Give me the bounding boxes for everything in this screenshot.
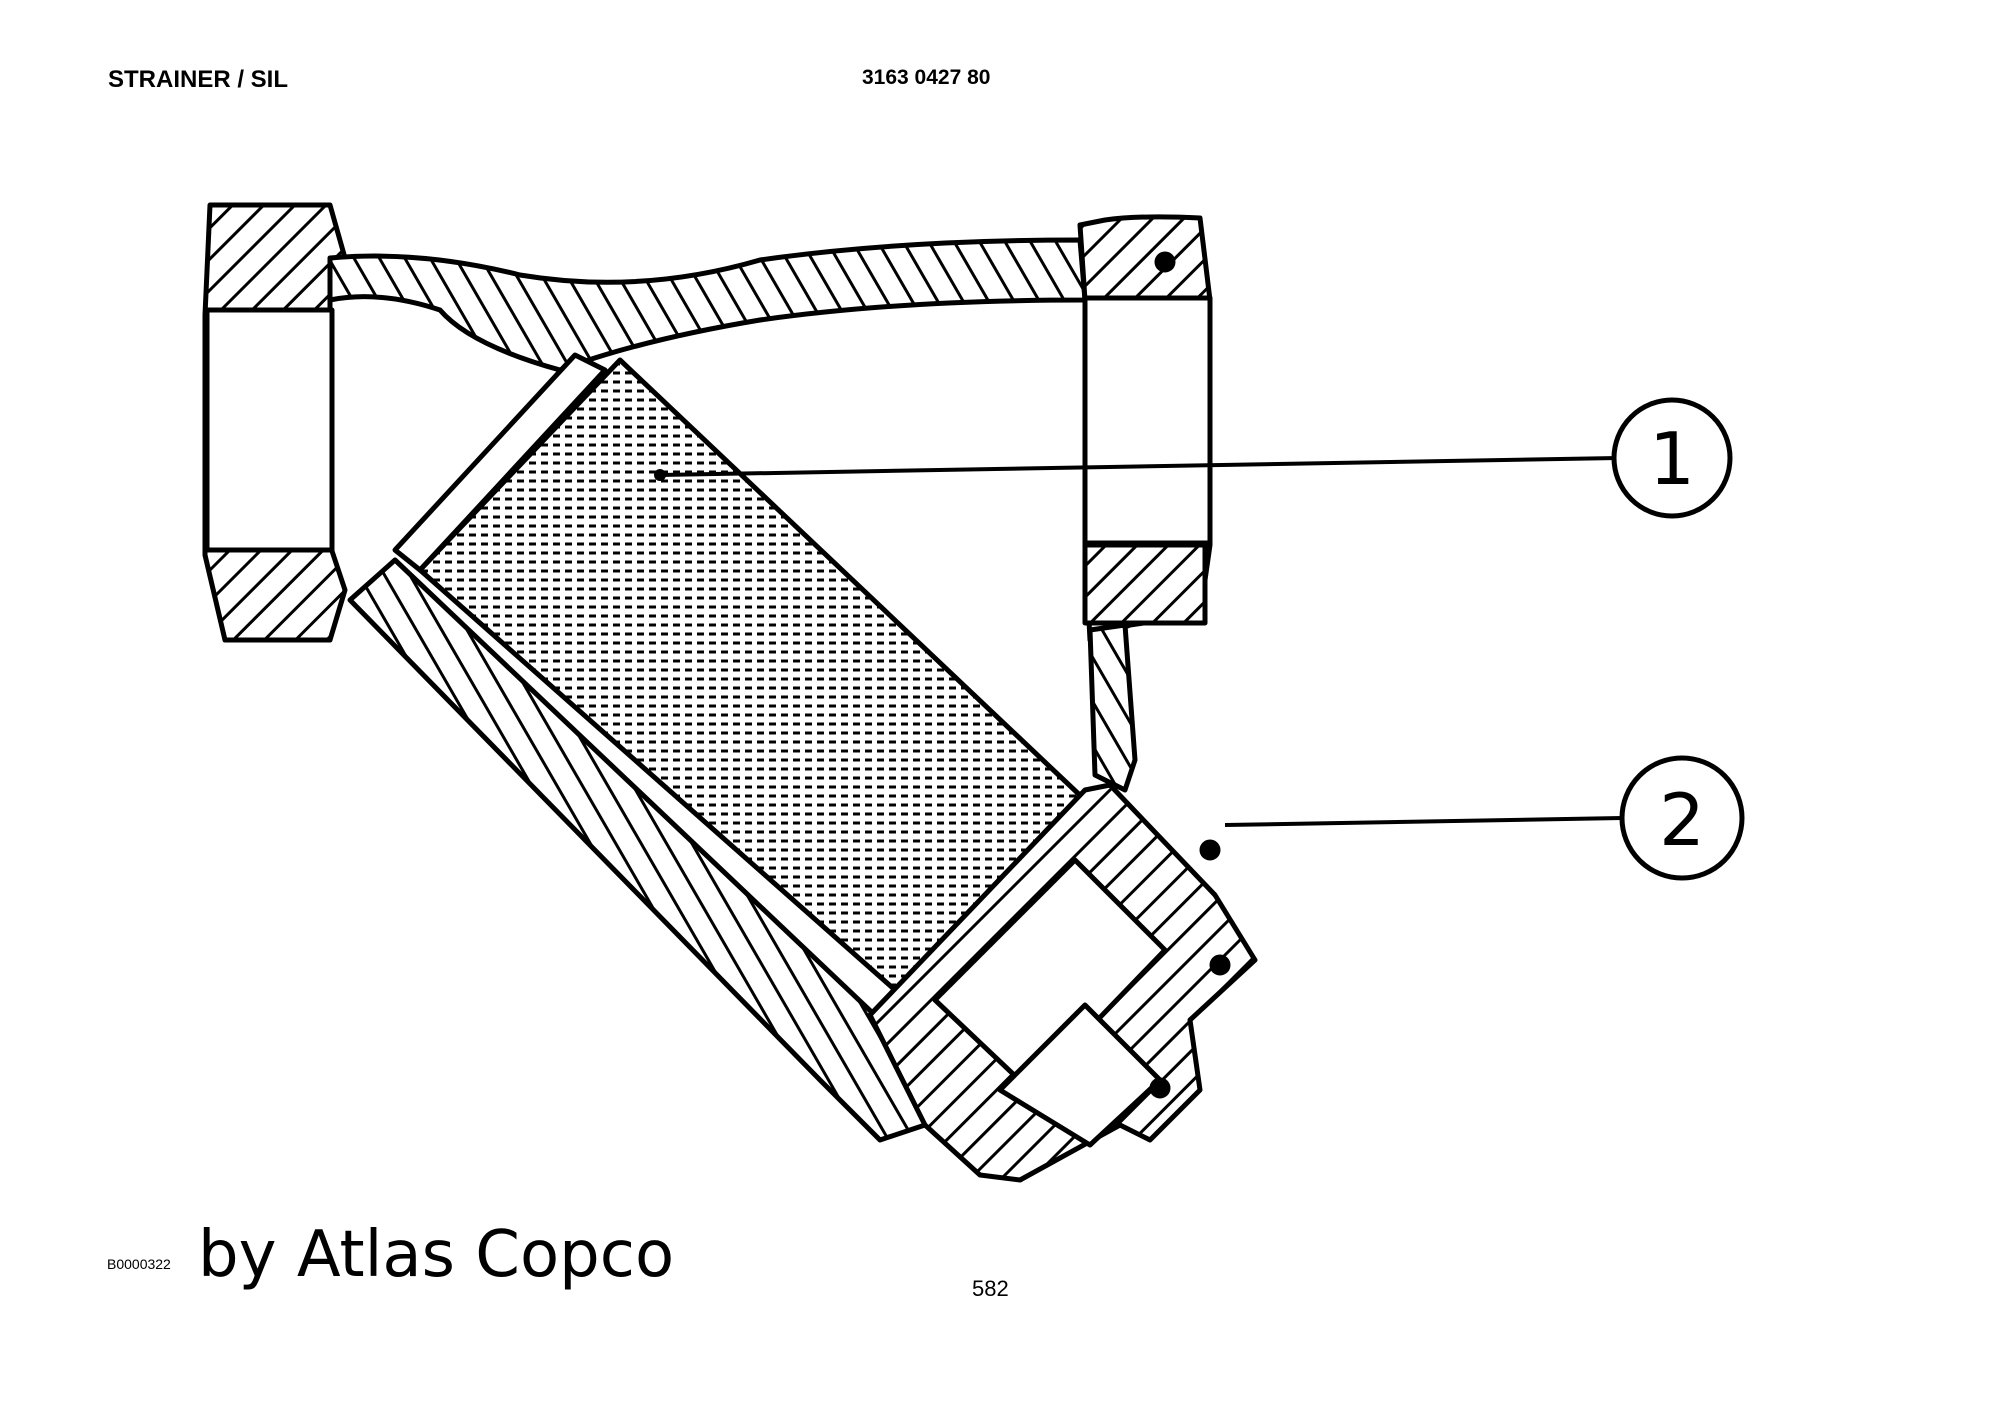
image-code: B0000322 [107,1256,171,1272]
callout-2: 2 [1224,755,1745,881]
callout-label-2: 2 [1659,778,1705,862]
brand-text: by Atlas Copco [198,1218,675,1292]
callout-circle-2 [1619,755,1745,881]
callout-label-1: 1 [1649,417,1695,501]
part-number: 3163 0427 80 [862,66,991,89]
callout-1: 1 [654,397,1733,519]
strainer-body [202,202,1258,1183]
page-number: 582 [972,1276,1009,1301]
page-title: STRAINER / SIL [108,66,289,93]
callout-circle-1 [1611,397,1733,519]
